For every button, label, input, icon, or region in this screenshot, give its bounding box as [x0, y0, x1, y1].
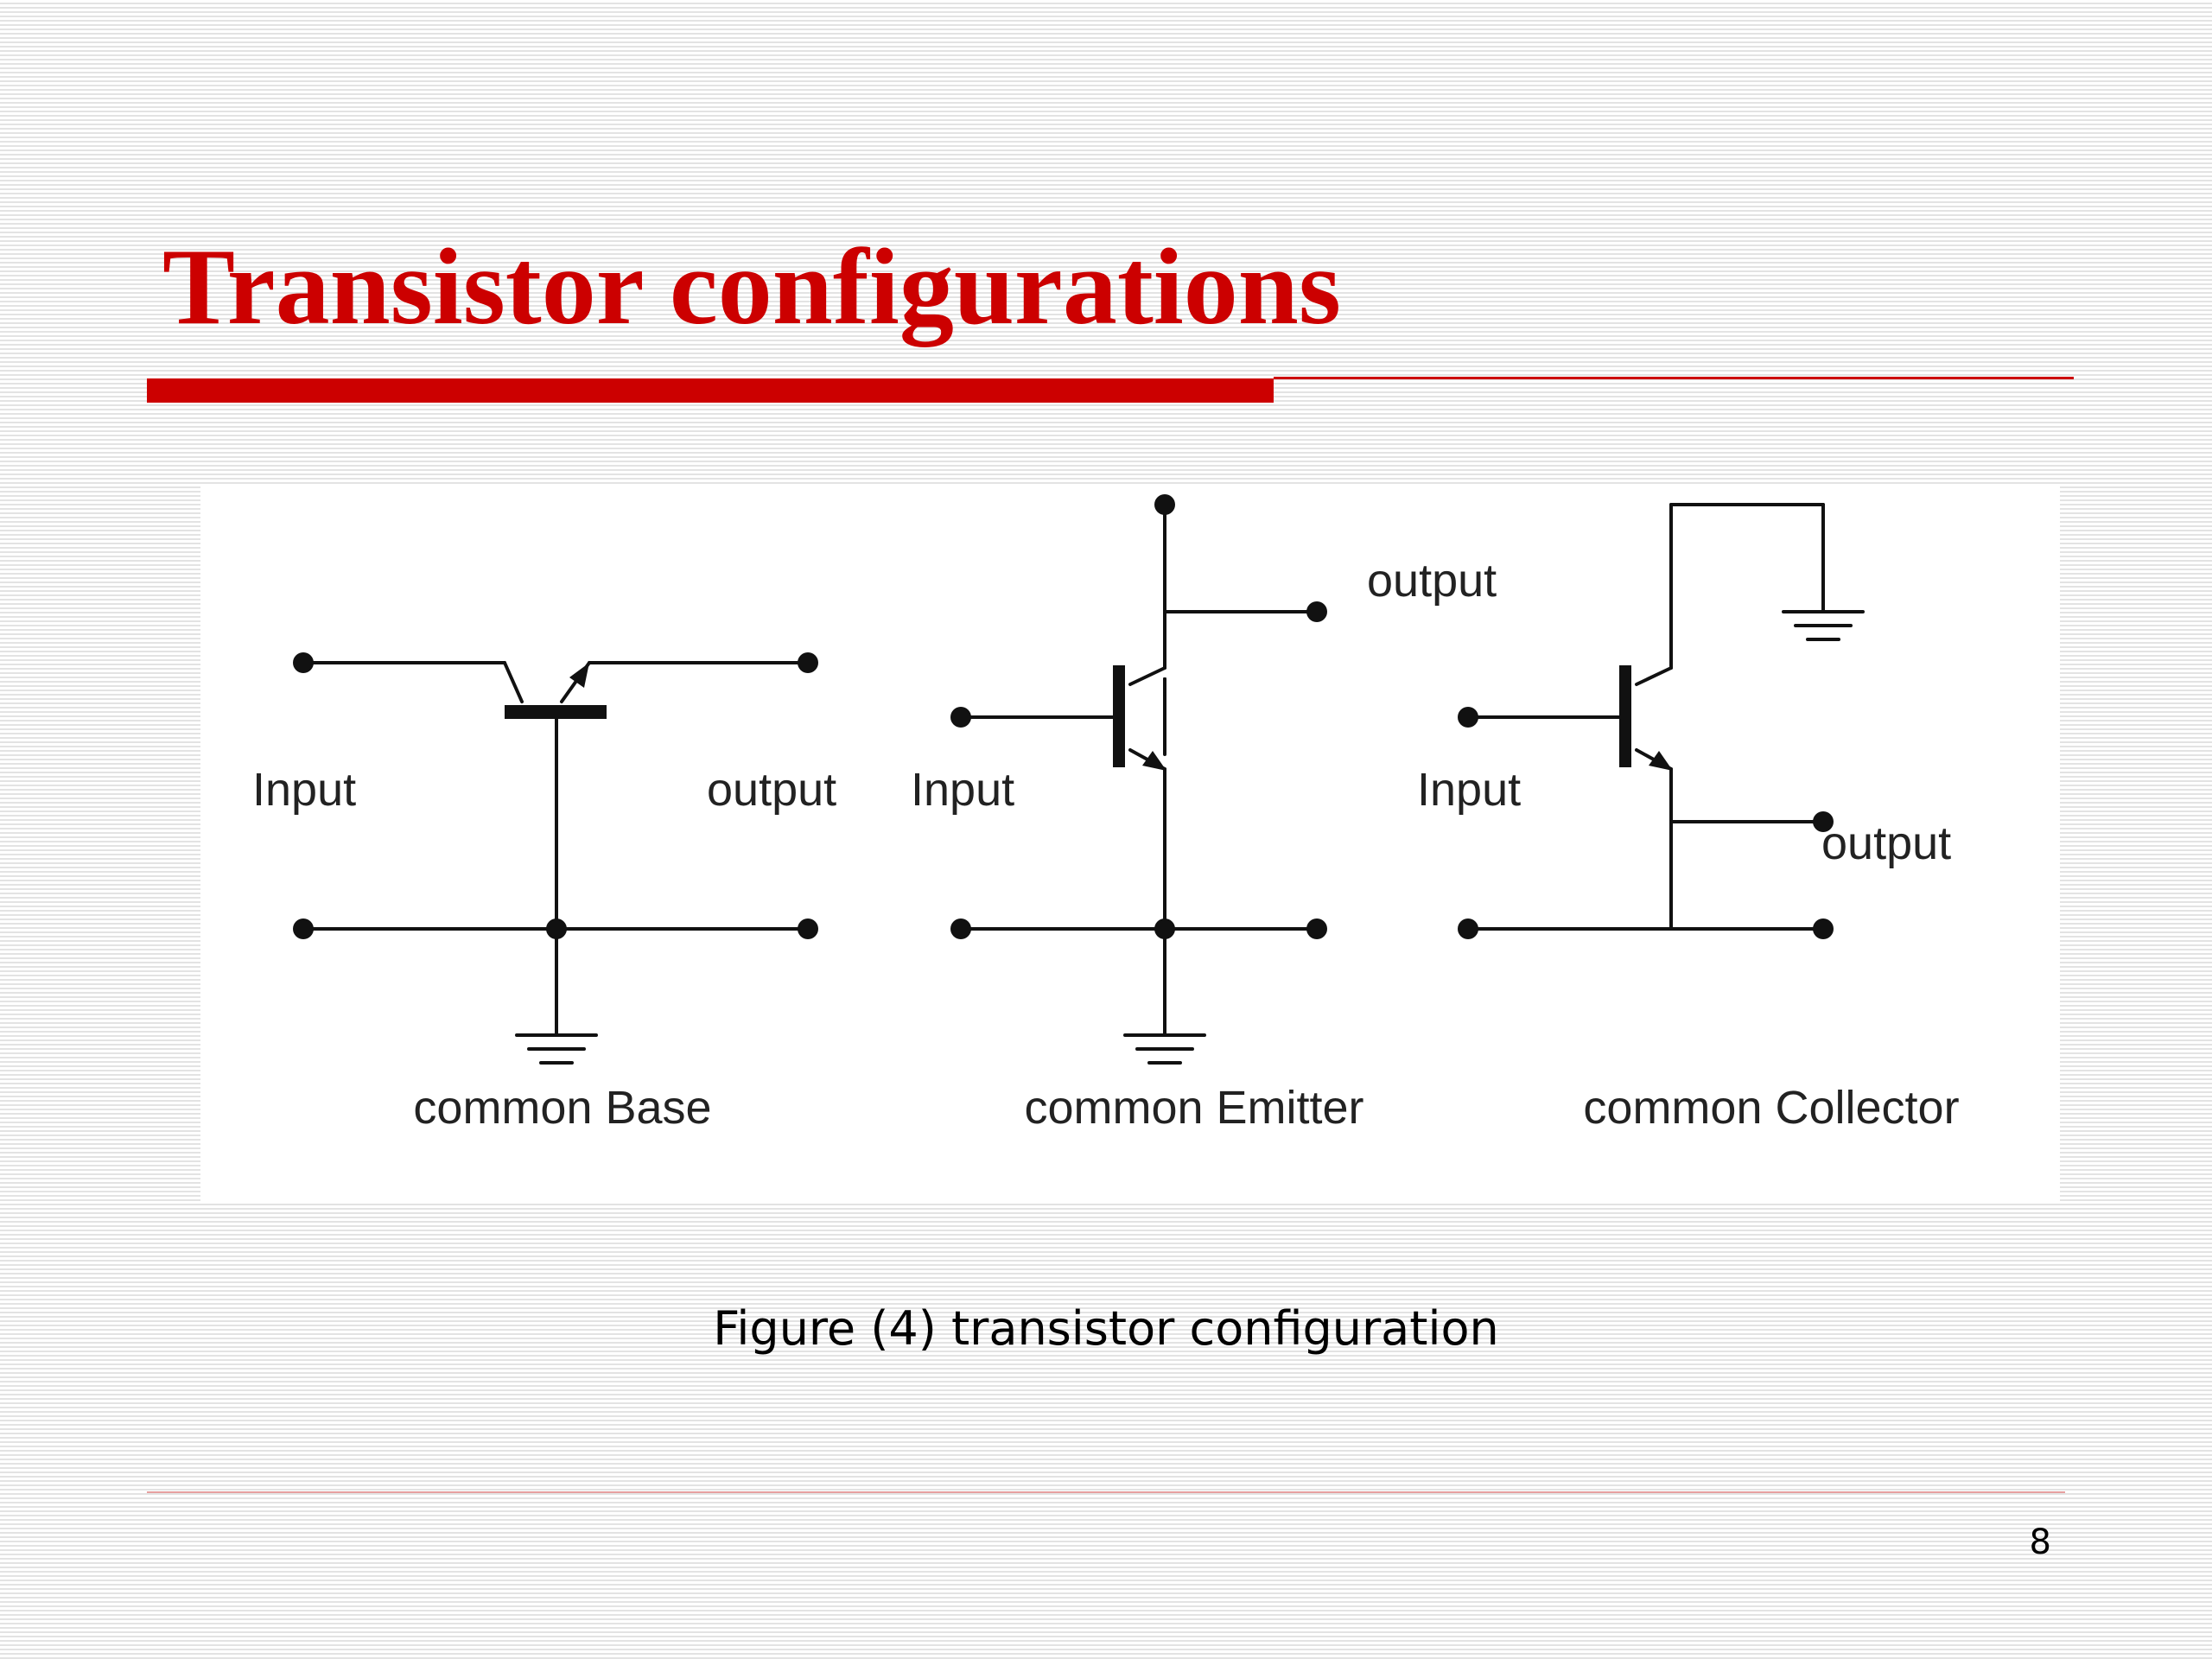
- common-emitter-input-label: Input: [911, 764, 1014, 816]
- common-emitter-emitter-arrow-icon: [1142, 751, 1166, 771]
- common-emitter-circuit: [959, 677, 1166, 756]
- cc-output-top-terminal: [1813, 811, 1834, 832]
- cc-output-bottom-terminal: [1813, 918, 1834, 939]
- common-base-name-label: common Base: [413, 1082, 711, 1134]
- common-emitter-base-bar: [1113, 665, 1125, 767]
- common-base-output-label: output: [707, 764, 836, 816]
- ce-input-bottom-terminal: [950, 918, 971, 939]
- cc-input-top-terminal: [1458, 707, 1478, 728]
- common-emitter-wiring: [959, 503, 1319, 1065]
- ce-output-bottom-terminal: [1306, 918, 1327, 939]
- transistor-circuits-diagram: Input output common Base Input output co…: [252, 494, 1960, 1134]
- common-collector-output-label: output: [1821, 817, 1951, 869]
- common-emitter-name-label: common Emitter: [1024, 1082, 1363, 1134]
- figure-panel: Input output common Base Input output co…: [200, 484, 2060, 1201]
- common-collector-name-label: common Collector: [1583, 1082, 1959, 1134]
- ce-junction-dot: [1154, 918, 1175, 939]
- footer-divider: [147, 1491, 2065, 1493]
- figure-caption: Figure (4) transistor configuration: [713, 1301, 1499, 1356]
- cb-input-bottom-terminal: [293, 918, 314, 939]
- common-emitter-output-label: output: [1367, 555, 1497, 607]
- title-underline-thick: [147, 378, 1274, 403]
- common-base-input-label: Input: [252, 764, 356, 816]
- ce-supply-terminal: [1154, 494, 1175, 515]
- common-collector-circuit: [1466, 503, 1865, 931]
- slide-title: Transistor configurations: [162, 227, 1341, 347]
- common-base-emitter-arrow-icon: [569, 663, 589, 688]
- common-base-circuit: [302, 661, 810, 1065]
- cb-output-bottom-terminal: [798, 918, 818, 939]
- common-collector-base-bar: [1619, 665, 1631, 767]
- common-collector-input-label: Input: [1417, 764, 1521, 816]
- cb-input-top-terminal: [293, 652, 314, 673]
- ce-output-top-terminal: [1306, 601, 1327, 622]
- cc-input-bottom-terminal: [1458, 918, 1478, 939]
- common-collector-emitter-arrow-icon: [1649, 751, 1673, 771]
- page-number: 8: [2029, 1522, 2051, 1562]
- ce-input-top-terminal: [950, 707, 971, 728]
- common-base-base-bar: [505, 705, 607, 719]
- terminal-dots: [293, 494, 1834, 939]
- cb-output-top-terminal: [798, 652, 818, 673]
- cb-junction-dot: [546, 918, 567, 939]
- title-underline-thin: [1274, 377, 2074, 379]
